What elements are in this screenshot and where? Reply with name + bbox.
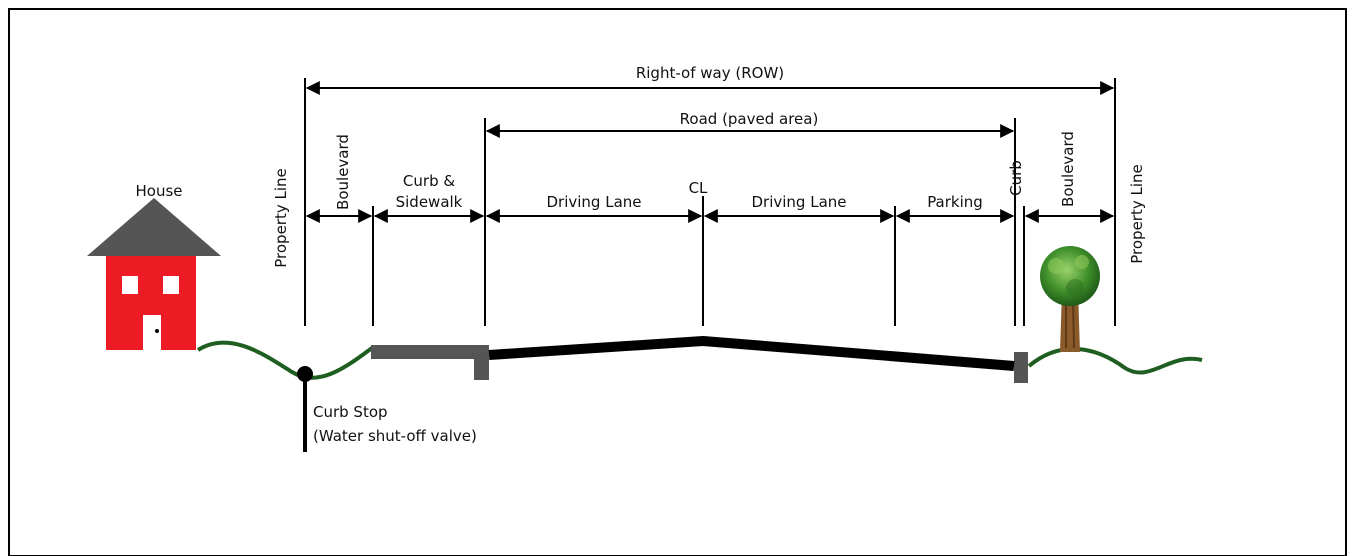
curb-label: Curb [1007,160,1025,196]
ground-left [196,340,374,380]
parking-label: Parking [927,193,983,211]
curb-stop-label-line1: Curb Stop [313,403,388,421]
boulevard-right-label: Boulevard [1059,131,1077,207]
centerline-symbol: CL [689,179,708,197]
property-line-left-label: Property Line [272,168,290,268]
road-pavement [488,336,1015,371]
curb-right [1014,352,1028,383]
driving-lane-2-label: Driving Lane [751,193,846,211]
curb-sidewalk-label-line2: Sidewalk [396,193,463,211]
reference-lines [304,78,1116,326]
sidewalk-slab [371,345,489,359]
frame-border [8,8,1347,556]
centerline-label: CL [689,179,708,197]
property-line-right-label: Property Line [1128,164,1146,264]
tree-icon [1040,246,1100,352]
house-icon [87,198,221,350]
curb-stop-label-line2: (Water shut-off valve) [313,427,477,445]
driving-lane-1-label: Driving Lane [546,193,641,211]
road-label: Road (paved area) [680,110,819,128]
curb-sidewalk-label-line1: Curb & [403,172,455,190]
dimension-arrows [305,81,1115,223]
row-label: Right-of way (ROW) [636,64,784,82]
boulevard-left-label: Boulevard [334,134,352,210]
curb-stop-valve-icon [297,366,313,382]
curb-left [474,345,489,380]
house-label: House [135,182,182,200]
ground-right [1027,346,1203,375]
